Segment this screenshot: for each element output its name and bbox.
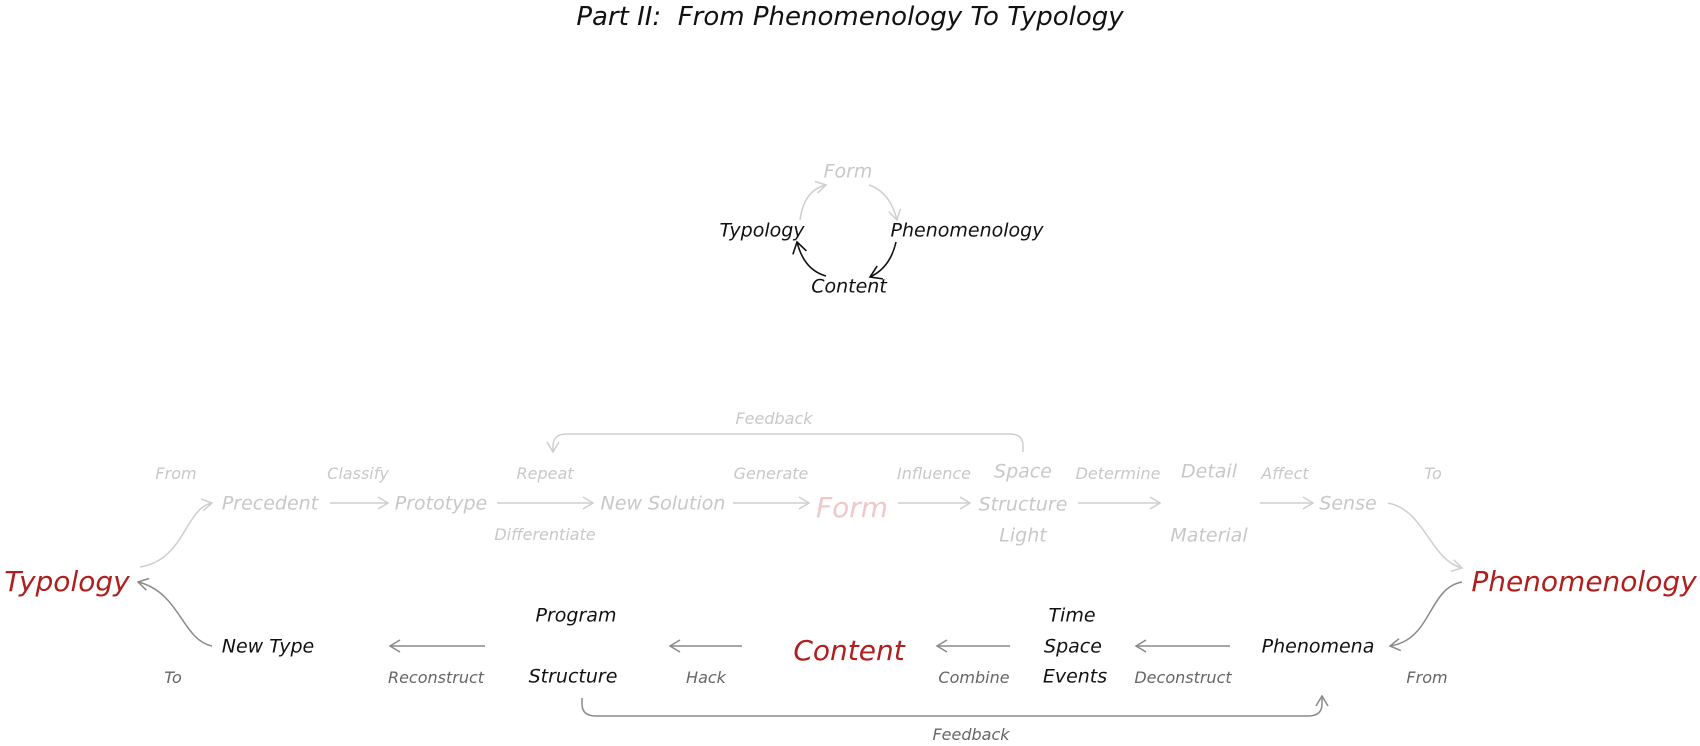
cycle-content-label: Content (811, 275, 887, 298)
events-node: Events (1042, 665, 1108, 688)
top-from-label: From (155, 464, 197, 483)
detail-node: Detail (1181, 460, 1237, 483)
cycle-arrow-content-to-typology (792, 240, 827, 277)
cycle-arrow-form-to-phenomenology (868, 184, 902, 222)
hack-label: Hack (686, 668, 726, 687)
bottom-to-label: To (164, 668, 182, 687)
bottom-structure-node: Structure (528, 665, 618, 688)
new-type-node: New Type (221, 635, 315, 658)
top-form-node: Form (815, 491, 889, 524)
arrow-phenomenology-to-phenomena (1388, 581, 1463, 652)
sense-node: Sense (1319, 492, 1377, 515)
arrow-new-type-to-typology (136, 577, 213, 647)
determine-label: Determine (1075, 464, 1161, 483)
time-node: Time (1048, 604, 1096, 627)
repeat-label: Repeat (516, 464, 574, 483)
cycle-phenomenology-label: Phenomenology (890, 219, 1044, 242)
arrow-typology-to-precedent (139, 498, 214, 568)
top-structure-node: Structure (978, 493, 1068, 516)
bottom-from-label: From (1406, 668, 1448, 687)
affect-label: Affect (1261, 464, 1309, 483)
new-solution-node: New Solution (600, 492, 726, 515)
prototype-node: Prototype (394, 492, 488, 515)
cycle-arrow-typology-to-form (799, 180, 828, 221)
light-node: Light (999, 524, 1047, 547)
arrow-sense-to-phenomenology (1387, 502, 1464, 573)
material-node: Material (1170, 524, 1248, 547)
page-title: Part II: From Phenomenology To Typology (576, 2, 1124, 32)
bottom-space-node: Space (1044, 635, 1102, 658)
differentiate-label: Differentiate (494, 525, 596, 544)
bottom-feedback-arrow (581, 694, 1329, 717)
top-feedback-arrow (546, 433, 1024, 454)
influence-label: Influence (897, 464, 971, 483)
top-to-label: To (1424, 464, 1442, 483)
reconstruct-label: Reconstruct (387, 668, 485, 687)
classify-label: Classify (327, 464, 389, 483)
cycle-typology-label: Typology (719, 219, 805, 242)
typology-node: Typology (4, 565, 130, 598)
generate-label: Generate (733, 464, 809, 483)
deconstruct-label: Deconstruct (1134, 668, 1232, 687)
top-feedback-label: Feedback (735, 409, 813, 428)
phenomena-node: Phenomena (1261, 635, 1375, 658)
bottom-feedback-label: Feedback (932, 725, 1010, 744)
precedent-node: Precedent (221, 492, 319, 515)
combine-label: Combine (938, 668, 1010, 687)
cycle-arrow-phenomenology-to-content (868, 241, 897, 280)
cycle-form-label: Form (823, 160, 873, 183)
top-space-node: Space (994, 460, 1052, 483)
content-node: Content (793, 634, 905, 667)
program-node: Program (535, 604, 617, 627)
phenomenology-node: Phenomenology (1471, 565, 1697, 598)
